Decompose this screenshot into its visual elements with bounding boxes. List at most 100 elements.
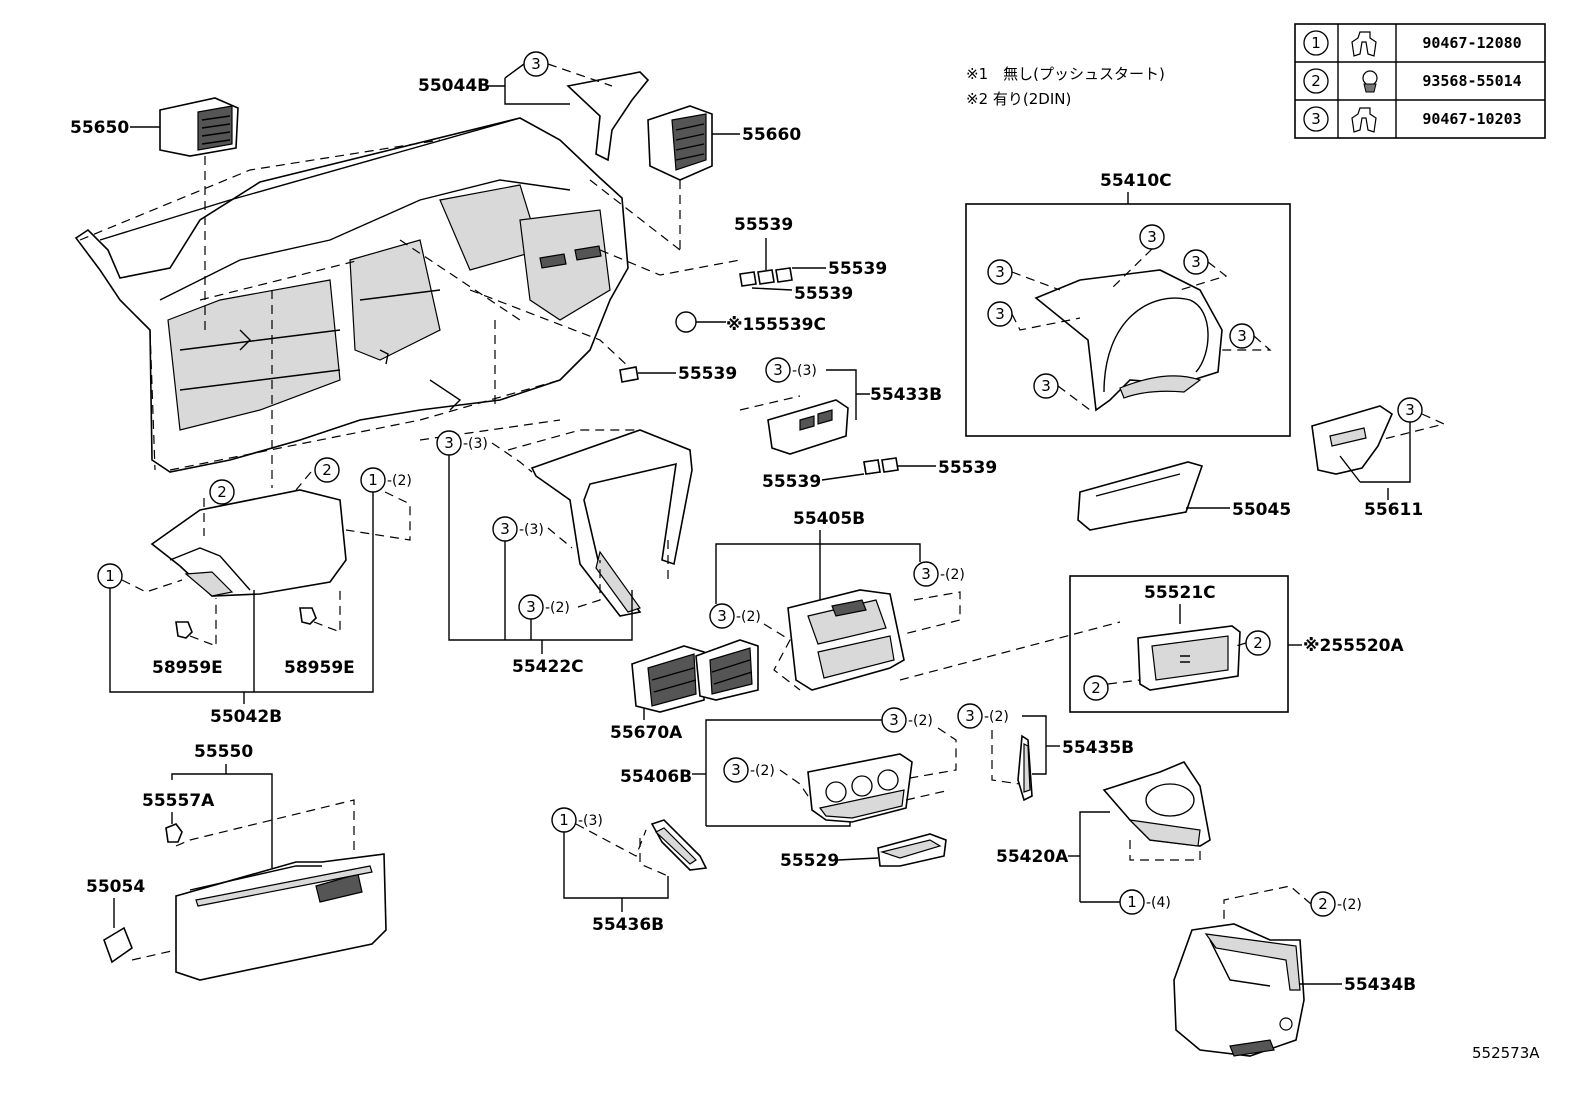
svg-text:3: 3 (889, 711, 899, 729)
part-55420A: 1 -(4) 55420A (996, 761, 1211, 915)
svg-text:-(2): -(2) (1337, 897, 1362, 913)
svg-text:-(3): -(3) (519, 522, 544, 538)
label-55520A: ※255520A (1303, 636, 1404, 656)
label-55054: 55054 (86, 877, 145, 897)
part-55045: 55045 (1077, 461, 1291, 531)
part-55436B: 1 -(3) 55436B (551, 807, 708, 935)
part-55611: 3 55611 (1311, 397, 1446, 520)
part-55520A: 55521C 2 2 ※255520A (1069, 575, 1404, 713)
clip-icon (1351, 31, 1377, 57)
svg-text:1: 1 (559, 811, 569, 829)
label-55434B: 55434B (1344, 975, 1416, 995)
label-55435B: 55435B (1062, 738, 1134, 758)
svg-text:3: 3 (773, 361, 783, 379)
part-55422C: 3 -(3) 3 -(3) 3 -(2) 55422C (436, 429, 693, 677)
svg-text:3: 3 (500, 520, 510, 538)
svg-text:2: 2 (1311, 72, 1321, 90)
svg-text:1: 1 (105, 567, 115, 585)
label-55406B: 55406B (620, 767, 692, 787)
svg-text:2: 2 (1253, 634, 1263, 652)
svg-text:2: 2 (217, 483, 227, 501)
svg-text:3: 3 (995, 305, 1005, 323)
label-55539-c: 55539 (794, 284, 853, 304)
label-55422C: 55422C (512, 657, 584, 677)
svg-text:2: 2 (1318, 895, 1328, 913)
part-55435B: 3 -(2) 55435B (957, 703, 1134, 802)
label-55045: 55045 (1232, 500, 1291, 520)
part-55660-center-vent: 55660 (647, 105, 801, 250)
part-55044B-cover: 3 55044B (418, 51, 650, 162)
label-55650: 55650 (70, 118, 129, 138)
table-row: 3 90467-10203 (1303, 106, 1522, 133)
label-58959E-1: 58959E (152, 658, 223, 678)
svg-text:3: 3 (1405, 401, 1415, 419)
svg-text:2: 2 (322, 461, 332, 479)
part-55405B: 55405B 3 -(2) 3 -(2) (709, 509, 1121, 691)
part-55434B-console: 2 -(2) 55434B (1173, 885, 1416, 1057)
screw-icon (1362, 70, 1378, 93)
label-55042B: 55042B (210, 707, 282, 727)
label-55410C: 55410C (1100, 171, 1172, 191)
dashboard-panel (74, 117, 629, 473)
svg-text:3: 3 (717, 607, 727, 625)
svg-text:3: 3 (1237, 327, 1247, 345)
label-55550: 55550 (194, 742, 253, 762)
svg-text:3: 3 (921, 565, 931, 583)
svg-text:93568-55014: 93568-55014 (1422, 72, 1521, 90)
svg-text:3: 3 (526, 598, 536, 616)
label-55539-f: 55539 (938, 458, 997, 478)
label-55521C: 55521C (1144, 583, 1216, 603)
table-row: 2 93568-55014 (1303, 68, 1522, 94)
table-row: 1 90467-12080 (1303, 30, 1522, 57)
svg-text:1: 1 (1127, 893, 1137, 911)
label-55529: 55529 (780, 851, 839, 871)
label-55539C: ※155539C (726, 315, 826, 335)
part-55539-clips: 55539 55539 55539 ※155539C 55539 (619, 215, 887, 384)
svg-text:3: 3 (731, 761, 741, 779)
svg-text:3: 3 (444, 434, 454, 452)
label-55539-b: 55539 (828, 259, 887, 279)
label-55660: 55660 (742, 125, 801, 145)
svg-text:3: 3 (1147, 228, 1157, 246)
svg-text:3: 3 (965, 707, 975, 725)
svg-text:-(2): -(2) (908, 713, 933, 729)
label-55539-e: 55539 (762, 472, 821, 492)
svg-text:-(3): -(3) (463, 436, 488, 452)
label-55539-d: 55539 (678, 364, 737, 384)
label-58959E-2: 58959E (284, 658, 355, 678)
svg-text:90467-10203: 90467-10203 (1422, 110, 1521, 128)
svg-text:-(2): -(2) (545, 600, 570, 616)
svg-text:-(4): -(4) (1146, 895, 1171, 911)
fastener-table: 1 90467-12080 2 93568-55014 3 90467-1020… (1294, 23, 1546, 139)
svg-text:-(3): -(3) (792, 363, 817, 379)
svg-text:90467-12080: 90467-12080 (1422, 34, 1521, 52)
note-1: ※1 無し(プッシュスタート) (966, 65, 1165, 83)
svg-text:2: 2 (1091, 679, 1101, 697)
diagram-reference-code: 552573A (1472, 1044, 1540, 1062)
svg-text:1: 1 (1311, 34, 1321, 52)
svg-text:-(3): -(3) (578, 813, 603, 829)
svg-text:3: 3 (1191, 253, 1201, 271)
label-55436B: 55436B (592, 915, 664, 935)
clip-icon (1351, 107, 1377, 133)
svg-text:3: 3 (995, 263, 1005, 281)
note-2: ※2 有り(2DIN) (966, 90, 1071, 108)
svg-text:1: 1 (368, 471, 378, 489)
svg-text:-(2): -(2) (387, 473, 412, 489)
svg-text:3: 3 (1311, 110, 1321, 128)
svg-text:-(2): -(2) (736, 609, 761, 625)
part-55550-glove-box: 55550 55557A 55054 (86, 742, 387, 981)
label-55539-a: 55539 (734, 215, 793, 235)
svg-text:3: 3 (531, 55, 541, 73)
label-55557A: 55557A (142, 791, 215, 811)
svg-text:3: 3 (1041, 377, 1051, 395)
label-55405B: 55405B (793, 509, 865, 529)
svg-text:-(2): -(2) (984, 709, 1009, 725)
label-55611: 55611 (1364, 500, 1423, 520)
part-55406B-climate-panel: 3 -(2) 3 -(2) 55406B (620, 707, 957, 827)
part-55410C-meter-hood: 55410C 3 3 3 3 3 3 (965, 171, 1291, 437)
label-55420A: 55420A (996, 847, 1069, 867)
label-55044B: 55044B (418, 76, 490, 96)
svg-text:-(2): -(2) (750, 763, 775, 779)
